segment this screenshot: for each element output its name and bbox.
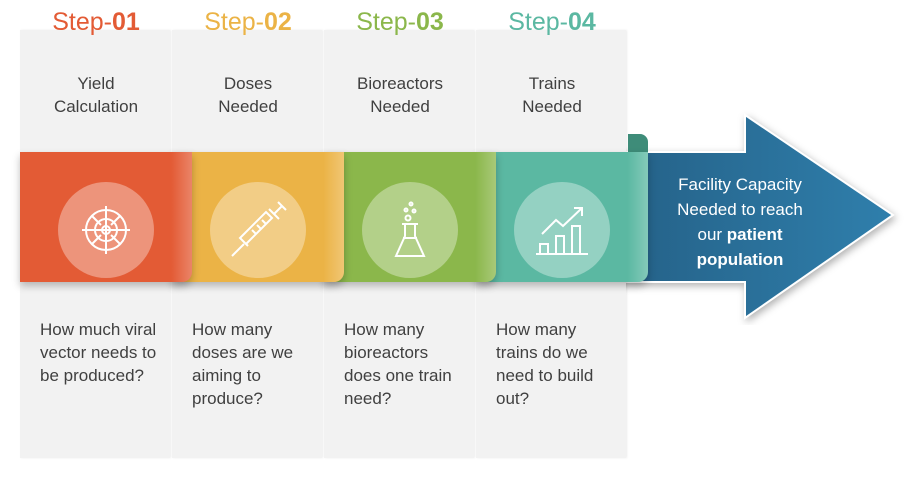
step-label: Step-01 [20, 8, 172, 37]
result-line3: our [697, 225, 727, 244]
growth-chart-icon [514, 182, 610, 278]
step-question: How much viral vector needs to be produc… [40, 320, 157, 385]
target-icon [58, 182, 154, 278]
step-title-line2: Needed [218, 97, 278, 116]
step-prefix: Step- [508, 8, 568, 36]
step-number: 03 [415, 8, 444, 36]
step-question: How many trains do we need to build out? [496, 320, 594, 408]
result-bold-2: population [696, 250, 784, 269]
step-prefix: Step- [356, 8, 416, 36]
step-number: 02 [263, 8, 292, 36]
step-ribbon [172, 152, 344, 282]
step-prefix: Step- [204, 8, 264, 36]
step-title-line1: Doses [223, 74, 273, 93]
step-ribbon [476, 152, 648, 282]
step-prefix: Step- [52, 8, 112, 36]
step-number: 04 [567, 8, 596, 36]
step-question: How many bioreactors does one train need… [344, 320, 452, 408]
step-question: How many doses are we aiming to produce? [192, 320, 294, 408]
result-line2: Needed to reach [677, 200, 803, 219]
step-title-line1: Trains [528, 74, 576, 93]
step-title-line1: Yield [77, 74, 115, 93]
step-ribbon [20, 152, 192, 282]
step-ribbon [324, 152, 496, 282]
step-title-line1: Bioreactors [357, 74, 443, 93]
step-title-line2: Calculation [53, 97, 139, 116]
step-title-line2: Needed [522, 97, 582, 116]
step-title-line2: Needed [370, 97, 430, 116]
result-text: Facility Capacity Needed to reach our pa… [660, 172, 820, 272]
result-bold-1: patient [726, 225, 783, 244]
step-label: Step-04 [476, 8, 628, 37]
step-label: Step-02 [172, 8, 324, 37]
result-line1: Facility Capacity [678, 175, 802, 194]
syringe-icon [210, 182, 306, 278]
flask-icon [362, 182, 458, 278]
step-number: 01 [111, 8, 140, 36]
step-label: Step-03 [324, 8, 476, 37]
